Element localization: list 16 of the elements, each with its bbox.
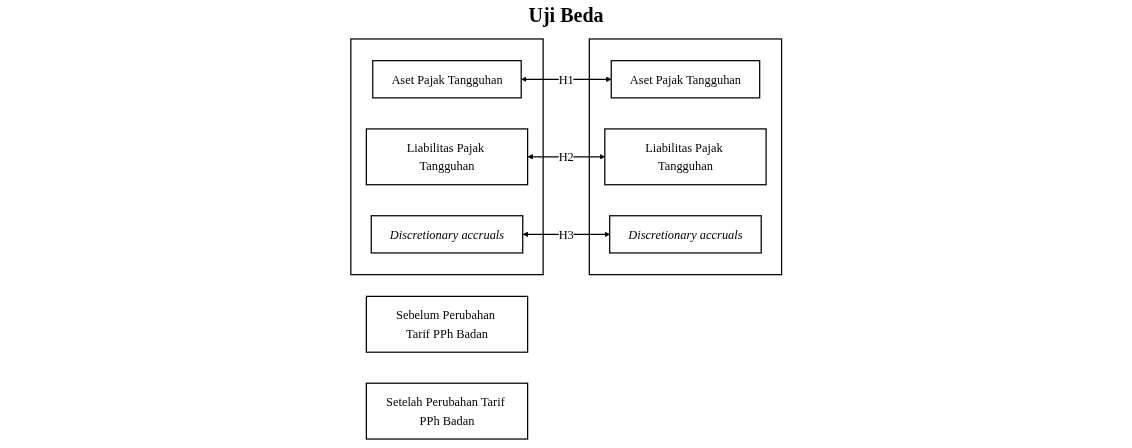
- cluster: [350, 38, 544, 276]
- arrow: [521, 76, 612, 82]
- edge-label: H3: [558, 227, 574, 242]
- arrow: [527, 154, 605, 160]
- edge-label: H2: [558, 149, 574, 164]
- node-box: Liabilitas Pajak Tangguhan: [365, 128, 528, 186]
- node-box: Aset Pajak Tangguhan: [610, 60, 761, 99]
- node-box: Setelah Perubahan Tarif PPh Badan: [365, 382, 528, 440]
- node-box: Aset Pajak Tangguhan: [371, 60, 522, 99]
- heading-text: Uji Beda: [528, 4, 604, 26]
- cluster: [588, 38, 782, 276]
- node-box: Sebelum Perubahan Tarif PPh Badan: [365, 295, 528, 353]
- edge-label: H1: [558, 72, 574, 87]
- node-box: Discretionary accruals: [608, 215, 762, 254]
- node-box: Liabilitas Pajak Tangguhan: [603, 128, 767, 186]
- node-box: Discretionary accruals: [370, 215, 524, 254]
